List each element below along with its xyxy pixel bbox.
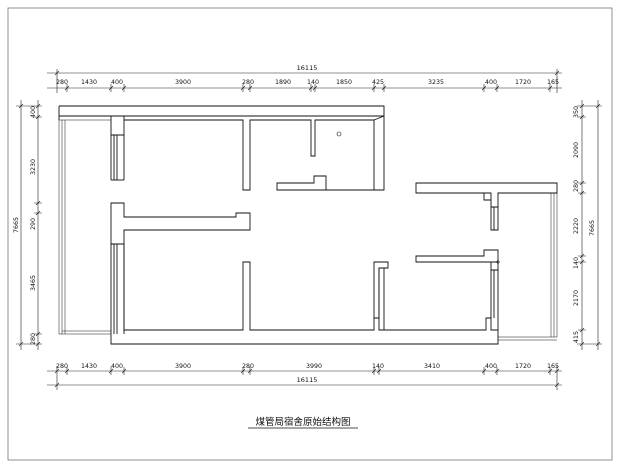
bottom-dim-8: 3410: [424, 363, 440, 370]
top-dim-4: 3900: [175, 79, 191, 86]
bottom-dim-9: 400: [485, 363, 497, 370]
fixture-marker: [336, 131, 342, 137]
top-total-dimension: 16115: [297, 64, 318, 72]
right-dimension-chain: [577, 100, 602, 350]
top-dim-8: 1850: [336, 79, 352, 86]
top-dim-2: 1430: [81, 79, 97, 86]
right-total-dimension: 7665: [589, 220, 596, 236]
fixture-marker-right: [496, 260, 500, 264]
top-dim-10: 3235: [428, 79, 444, 86]
top-dimension-chain: [47, 69, 562, 93]
left-dim-5: 280: [30, 333, 37, 345]
left-dim-2: 3230: [30, 159, 37, 175]
bottom-dim-1: 280: [56, 363, 68, 370]
bottom-total-dimension: 16115: [297, 376, 318, 384]
top-dim-13: 165: [547, 79, 559, 86]
right-dim-5: 140: [573, 257, 580, 269]
top-dim-5: 280: [242, 79, 254, 86]
right-dim-1: 350: [573, 106, 580, 118]
bottom-dim-5: 280: [242, 363, 254, 370]
bottom-dim-10: 1720: [515, 363, 531, 370]
top-dim-7: 140: [307, 79, 319, 86]
left-dimension-chain: [16, 100, 42, 350]
drawing-frame: [7, 7, 613, 461]
right-dim-7: 415: [573, 331, 580, 343]
top-dim-12: 1720: [515, 79, 531, 86]
right-balcony: [498, 193, 558, 341]
top-dim-11: 400: [485, 79, 497, 86]
bottom-dim-6: 3990: [306, 363, 322, 370]
right-dim-2: 2090: [573, 142, 580, 158]
left-dim-1: 400: [30, 106, 37, 118]
bottom-dimension-chain: [47, 366, 562, 390]
drawing-title: 煤管局宿舍原始结构图: [255, 416, 350, 428]
bottom-dim-2: 1430: [81, 363, 97, 370]
left-balcony: [58, 119, 111, 335]
left-total-dimension: 7665: [13, 217, 20, 233]
top-dim-1: 280: [56, 79, 68, 86]
left-dim-4: 3465: [30, 275, 37, 291]
top-dim-6: 1890: [275, 79, 291, 86]
bottom-dim-4: 3900: [175, 363, 191, 370]
bottom-exterior-wall: [110, 334, 499, 345]
right-dim-4: 2220: [573, 218, 580, 234]
bottom-dim-3: 400: [111, 363, 123, 370]
floor-plan-walls: [58, 105, 558, 345]
top-dim-9: 425: [372, 79, 384, 86]
bottom-dim-7: 140: [372, 363, 384, 370]
left-dim-3: 290: [30, 218, 37, 230]
top-dim-3: 400: [111, 79, 123, 86]
bottom-dim-11: 165: [547, 363, 559, 370]
right-dim-3: 280: [573, 180, 580, 192]
right-dim-6: 2170: [573, 290, 580, 306]
top-exterior-wall: [59, 105, 385, 117]
